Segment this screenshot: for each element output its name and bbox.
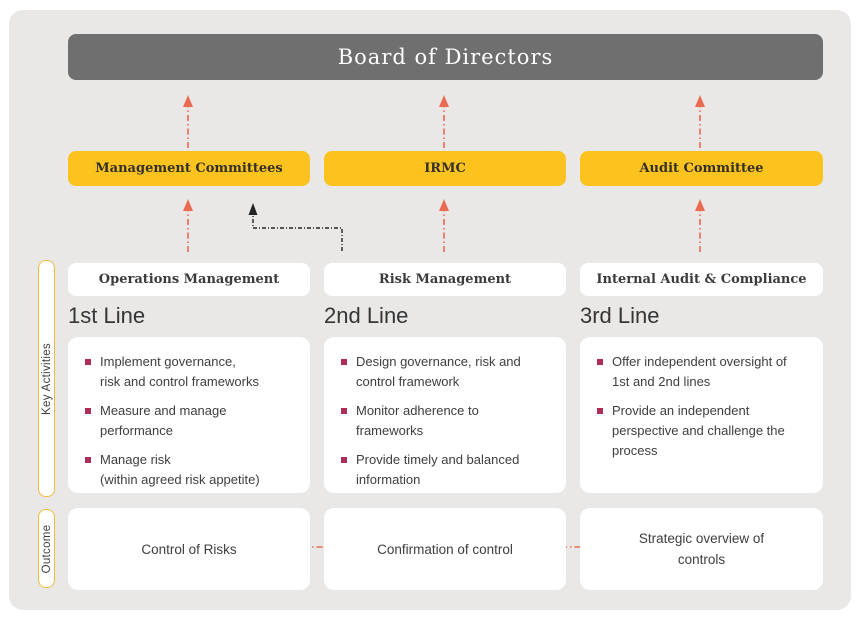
committee-box-irmc: IRMC (324, 151, 566, 186)
bullet-square-icon (341, 359, 347, 365)
bullet-text: Monitor adherence to frameworks (356, 403, 479, 438)
bullet-text: Measure and manage performance (100, 403, 227, 438)
key-activities-rail-label: Key Activities (40, 342, 53, 415)
bullet-text: Manage risk (within agreed risk appetite… (100, 452, 260, 487)
key-activities-rail: Key Activities (38, 260, 55, 497)
outcome-box-strategic-overview: Strategic overview of controls (580, 508, 823, 590)
activities-card-3rd-line: Offer independent oversight of 1st and 2… (580, 337, 823, 493)
bullet-square-icon (341, 408, 347, 414)
bullet-text: Implement governance, risk and control f… (100, 354, 259, 389)
bullet-item: Offer independent oversight of 1st and 2… (597, 352, 813, 392)
bullet-item: Provide timely and balanced information (341, 450, 556, 490)
bullet-square-icon (597, 359, 603, 365)
board-of-directors-label: Board of Directors (337, 45, 554, 69)
bullet-text: Offer independent oversight of 1st and 2… (612, 354, 787, 389)
bullet-text: Design governance, risk and control fram… (356, 354, 521, 389)
bullet-item: Measure and manage performance (85, 401, 300, 441)
line-title-2nd: 2nd Line (324, 303, 409, 328)
committee-box-audit-committee: Audit Committee (580, 151, 823, 186)
outcome-box-confirmation-of-control: Confirmation of control (324, 508, 566, 590)
activities-card-1st-line: Implement governance, risk and control f… (68, 337, 310, 493)
committee-label: Audit Committee (639, 161, 764, 176)
bullet-item: Implement governance, risk and control f… (85, 352, 300, 392)
outcome-text: Strategic overview of controls (638, 531, 765, 567)
dept-label: Internal Audit & Compliance (596, 272, 807, 287)
outcome-text: Confirmation of control (377, 541, 513, 557)
bullet-square-icon (341, 457, 347, 463)
dept-label: Operations Management (98, 272, 280, 287)
dept-box-internal-audit-compliance: Internal Audit & Compliance (580, 263, 823, 296)
line-title-1st: 1st Line (68, 303, 146, 328)
board-of-directors-box: Board of Directors (68, 34, 823, 80)
bullet-square-icon (85, 408, 91, 414)
dept-label: Risk Management (378, 272, 512, 287)
outcome-rail: Outcome (38, 509, 55, 588)
committee-label: IRMC (424, 161, 466, 176)
bullet-item: Design governance, risk and control fram… (341, 352, 556, 392)
bullet-square-icon (85, 457, 91, 463)
outcome-box-control-of-risks: Control of Risks (68, 508, 310, 590)
bullet-square-icon (85, 359, 91, 365)
bullet-item: Monitor adherence to frameworks (341, 401, 556, 441)
bullet-item: Manage risk (within agreed risk appetite… (85, 450, 300, 490)
outcome-text: Control of Risks (141, 541, 237, 557)
committee-label: Management Committees (95, 161, 283, 176)
dept-box-operations-management: Operations Management (68, 263, 310, 296)
activities-card-2nd-line: Design governance, risk and control fram… (324, 337, 566, 493)
line-title-3rd: 3rd Line (580, 303, 660, 328)
outcome-rail-label: Outcome (40, 524, 53, 573)
bullet-item: Provide an independent perspective and c… (597, 401, 813, 461)
bullet-text: Provide timely and balanced information (356, 452, 520, 487)
bullet-text: Provide an independent perspective and c… (612, 403, 785, 458)
bullet-square-icon (597, 408, 603, 414)
committee-box-management-committees: Management Committees (68, 151, 310, 186)
dept-box-risk-management: Risk Management (324, 263, 566, 296)
